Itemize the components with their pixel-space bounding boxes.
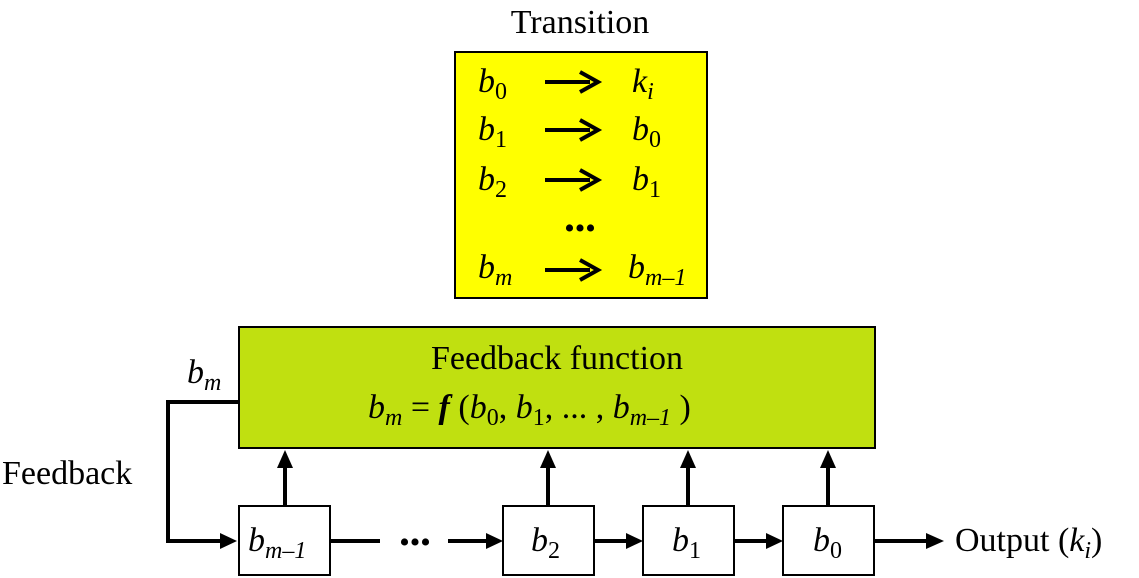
svg-text:b2: b2 — [478, 161, 507, 203]
feedback-label: Feedback — [2, 455, 132, 492]
bm-label: bm — [187, 354, 221, 396]
svg-text:b2: b2 — [531, 522, 560, 564]
arrow-icon — [545, 118, 603, 142]
arrow-icon — [545, 70, 603, 94]
svg-text:b1: b1 — [672, 522, 701, 564]
tap-arrow-icon — [820, 450, 836, 506]
arrow-icon — [545, 258, 603, 282]
svg-text:b1: b1 — [632, 161, 661, 203]
transition-row: b0 ki — [478, 63, 654, 105]
svg-text:bm: bm — [478, 249, 512, 291]
svg-text:bm–1: bm–1 — [628, 249, 686, 291]
chain-arrow-icon — [626, 533, 643, 549]
output-label: Output (ki) — [955, 522, 1102, 564]
register-ellipsis: ••• — [399, 526, 431, 559]
transition-row: b1 b0 — [478, 111, 661, 153]
feedback-line — [166, 400, 239, 543]
feedback-formula: bm = f (b0, b1, ... , bm–1 ) — [368, 389, 691, 431]
feedback-function-title: Feedback function — [431, 340, 683, 377]
svg-text:ki: ki — [632, 63, 654, 105]
chain-arrow-icon — [766, 533, 783, 549]
feedback-function-box — [238, 326, 876, 449]
svg-text:b0: b0 — [632, 111, 661, 153]
row-right-sub: i — [647, 79, 654, 105]
feedback-arrow-icon — [220, 533, 237, 549]
svg-text:b1: b1 — [478, 111, 507, 153]
transition-title: Transition — [511, 4, 650, 41]
svg-text:b0: b0 — [478, 63, 507, 105]
row-right: k — [632, 63, 648, 100]
tap-arrow-icon — [540, 450, 556, 506]
transition-row: b2 b1 — [478, 161, 661, 203]
output-arrow-icon — [926, 533, 944, 549]
transition-ellipsis: ••• — [564, 212, 596, 245]
register-box: b0 — [782, 505, 875, 576]
register-box: bm–1 — [238, 505, 331, 576]
transition-row: bm bm–1 — [478, 249, 686, 291]
chain-arrow-icon — [486, 533, 503, 549]
svg-text:bm–1: bm–1 — [248, 522, 306, 564]
register-box: b2 — [502, 505, 595, 576]
tap-arrow-icon — [680, 450, 696, 506]
row-left: b — [478, 63, 495, 100]
svg-text:b0: b0 — [813, 522, 842, 564]
register-box: b1 — [642, 505, 735, 576]
row-left-sub: 0 — [495, 79, 507, 105]
tap-arrow-icon — [277, 450, 293, 506]
arrow-icon — [545, 168, 603, 192]
